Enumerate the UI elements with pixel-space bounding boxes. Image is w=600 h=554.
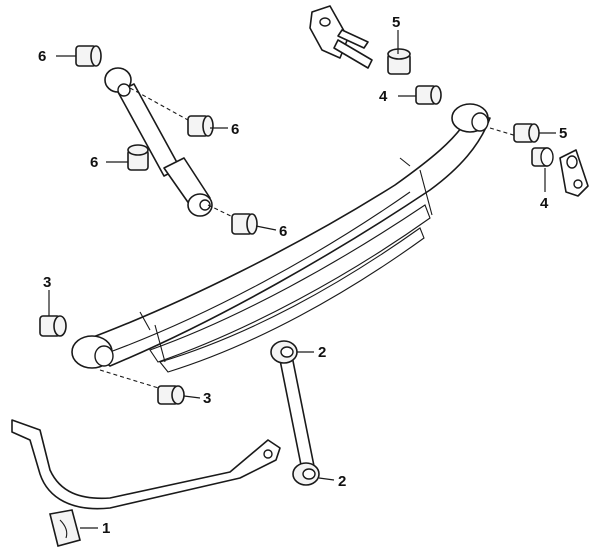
callout-3-lower: 3: [203, 390, 211, 407]
callout-1: 1: [102, 520, 110, 537]
callout-4-upper: 4: [379, 88, 388, 105]
bushing-4-upper: [415, 85, 442, 105]
bushing-6-d: [231, 213, 258, 235]
bushing-6-b: [187, 115, 214, 137]
stabilizer-bar: [11, 419, 281, 510]
bushing-4-lower: [531, 147, 554, 167]
stabilizer-link: [270, 340, 320, 486]
leader-lines: [48, 30, 556, 529]
callout-6-a: 6: [38, 48, 46, 65]
bushing-6-a: [75, 45, 102, 67]
callout-6-d: 6: [279, 223, 287, 240]
bushing-1: [49, 509, 81, 547]
callout-2-lower: 2: [338, 473, 346, 490]
callout-2-upper: 2: [318, 344, 326, 361]
callout-4-lower: 4: [540, 195, 549, 212]
shock-absorber: [104, 67, 236, 219]
rear-hanger: [559, 149, 589, 197]
shackle-bracket: [309, 5, 373, 69]
callout-6-b: 6: [231, 121, 239, 138]
callout-5-lower: 5: [559, 125, 567, 142]
bushing-5-upper: [387, 48, 411, 75]
assembly-line-front: [99, 369, 166, 391]
callout-6-c: 6: [90, 154, 98, 171]
bushing-3-lower: [157, 385, 185, 405]
bushing-3-upper: [39, 315, 67, 337]
bushing-6-c: [127, 144, 149, 171]
leaf-spring: [71, 103, 491, 373]
bushing-5-lower: [513, 123, 540, 143]
callout-5-upper: 5: [392, 14, 400, 31]
callout-3-upper: 3: [43, 274, 51, 291]
